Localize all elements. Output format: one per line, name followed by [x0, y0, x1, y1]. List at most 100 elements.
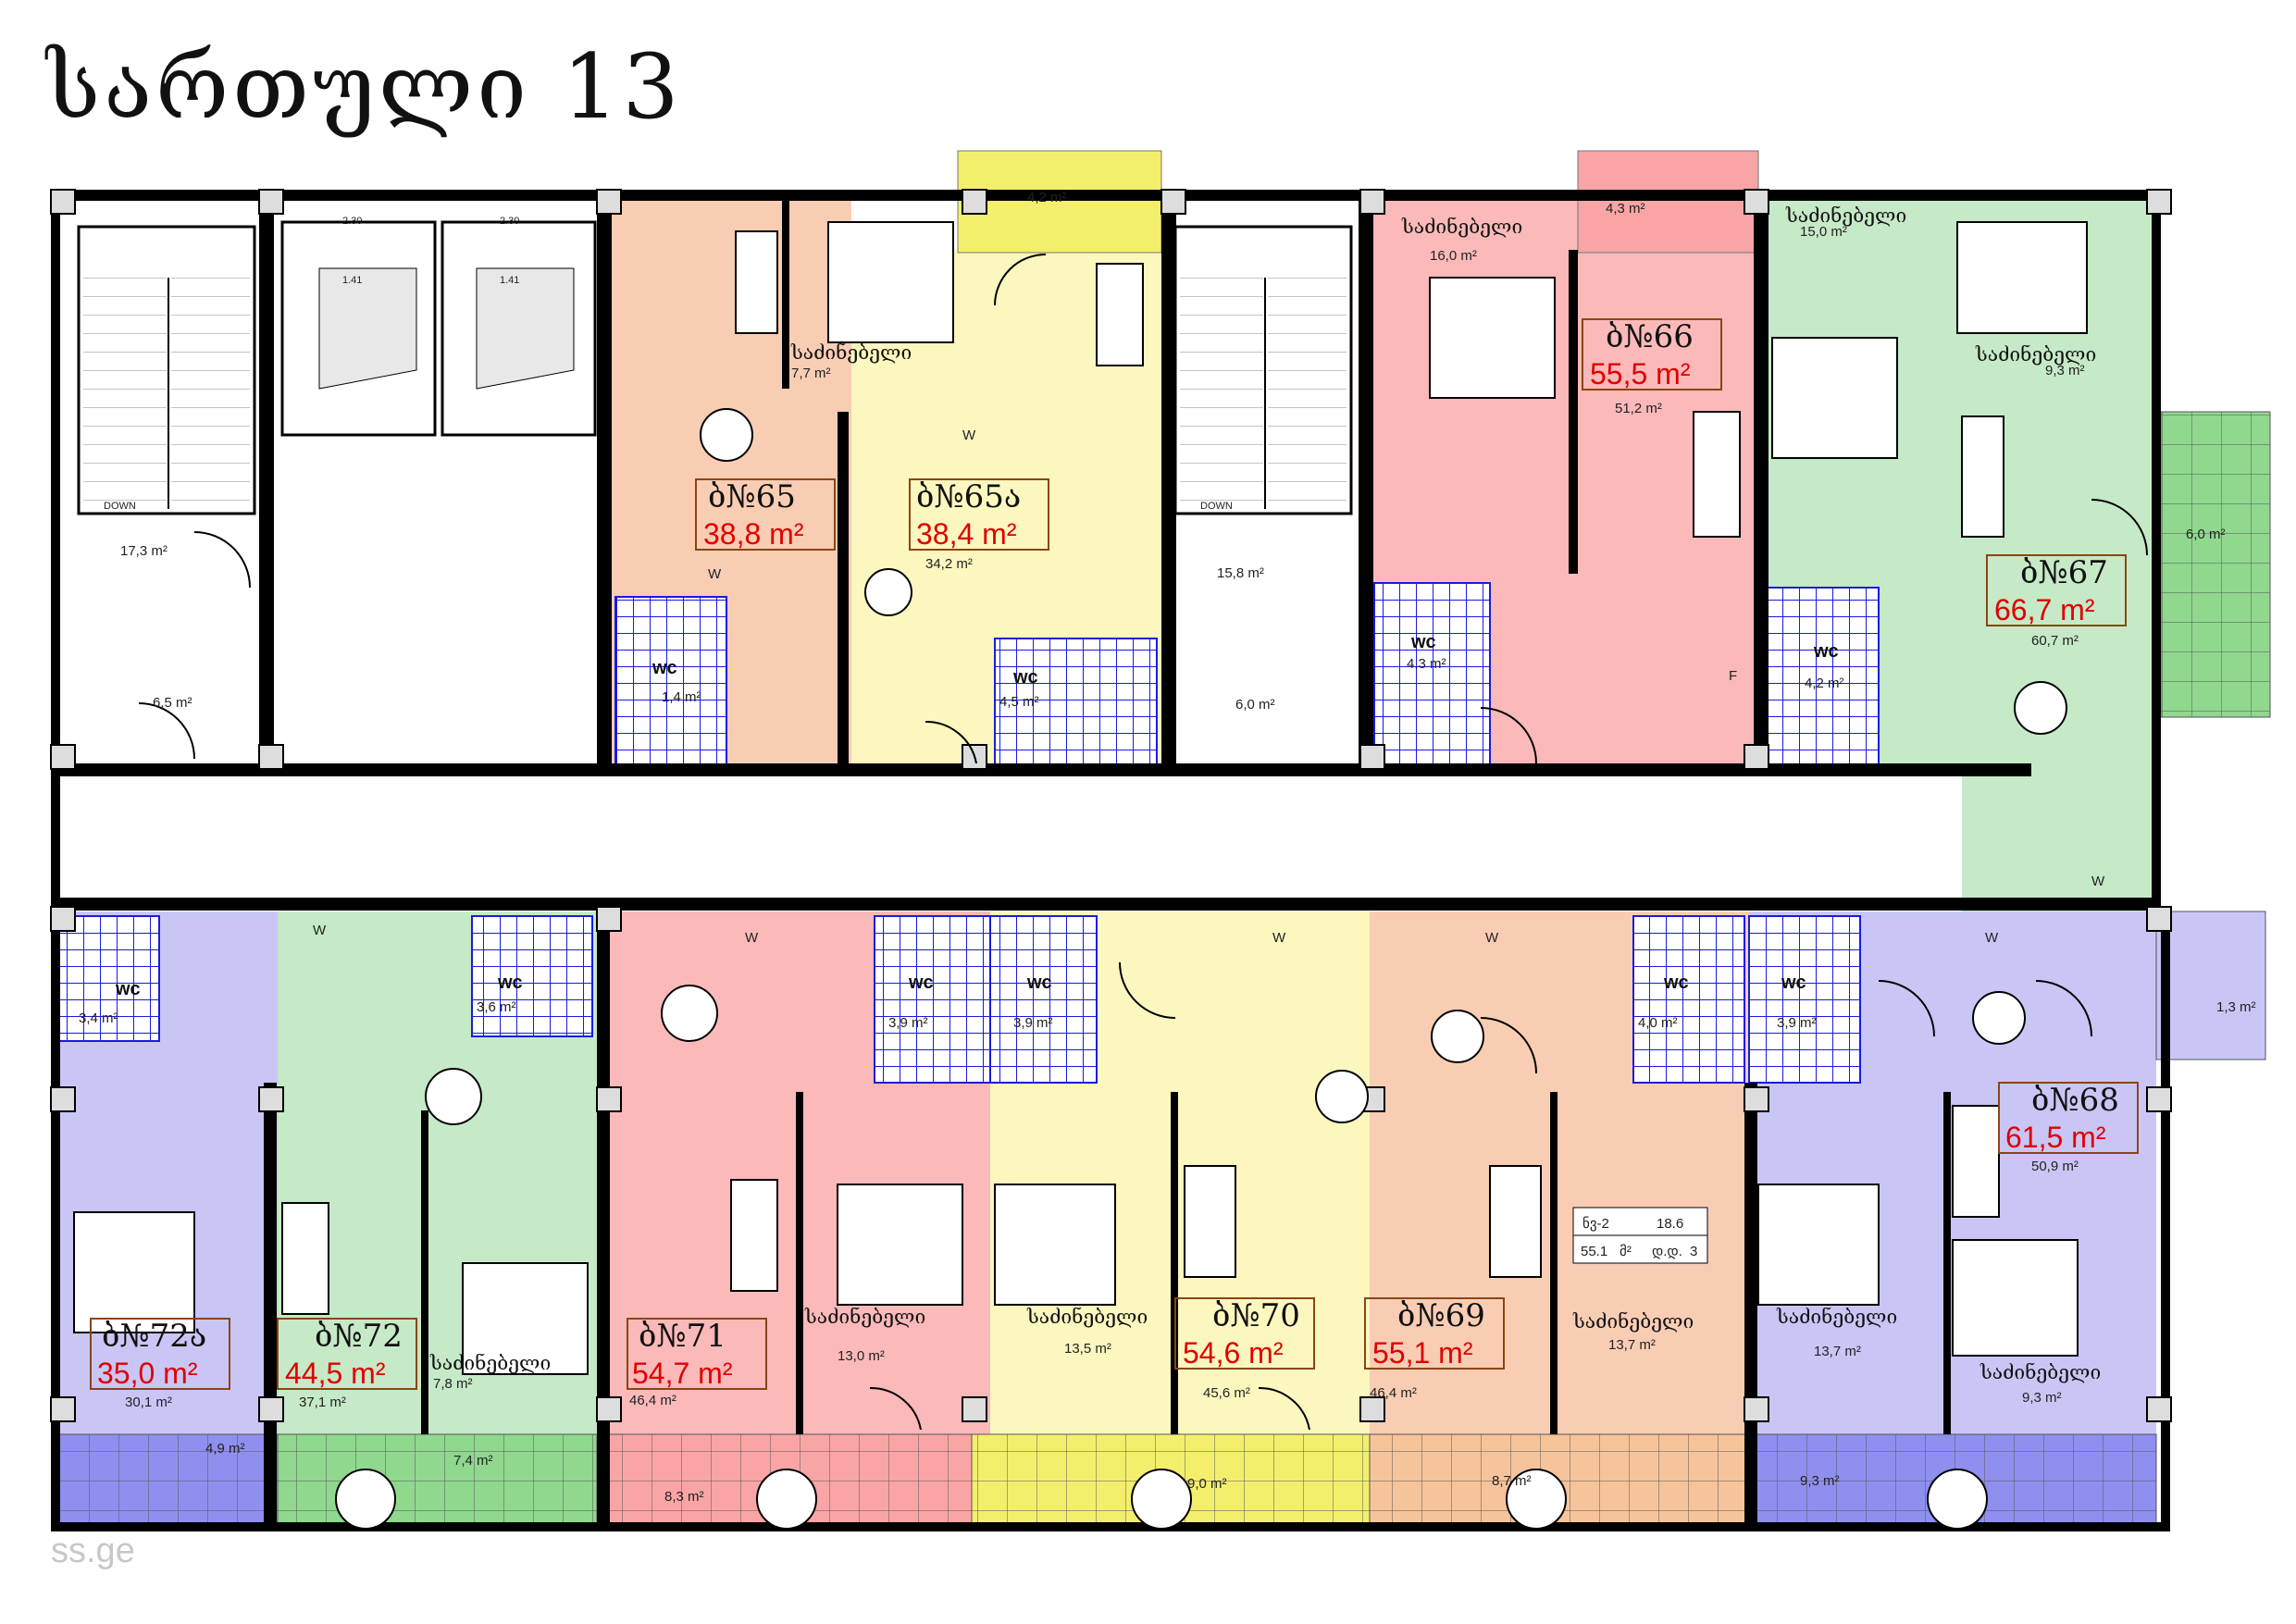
area-a24: 3,9 m² [1777, 1015, 1817, 1031]
room-area-labels: 4,2 m² 4,3 m² 17,3 m² 6,5 m² 7,7 m² 34,2… [79, 190, 2256, 1505]
area-a28: 37,1 m² [299, 1395, 346, 1410]
area-a3: 17,3 m² [120, 543, 168, 559]
area-a26: 50,9 m² [2031, 1159, 2079, 1174]
area-a43: 9,3 m² [1800, 1473, 1840, 1489]
apt-69-area: 55,1 m² [1372, 1336, 1473, 1370]
room-bedroom-68a: საძინებელი [1776, 1306, 1897, 1328]
wc-label-65a: wc [1012, 667, 1038, 688]
appliance-markers: W W F W W W W W W [313, 428, 2105, 946]
balcony-row [55, 911, 2266, 1528]
area-a31: 13,0 m² [838, 1348, 885, 1364]
area-a27: 30,1 m² [125, 1395, 172, 1410]
elevator-depth-label-2: 1.41 [500, 275, 519, 286]
furniture [281, 230, 2067, 1530]
area-a6: 34,2 m² [925, 556, 973, 572]
area-a38: 4,9 m² [205, 1441, 245, 1457]
plate-r2: 55.1 [1581, 1244, 1607, 1259]
room-bedroom-71: საძინებელი [804, 1306, 925, 1328]
area-a7: 1,4 m² [662, 689, 701, 705]
page-title: სართული 13 [46, 35, 683, 139]
area-a14: 15,0 m² [1800, 224, 1847, 240]
apt-70-area: 54,6 m² [1183, 1336, 1284, 1370]
wc-label-69: wc [1663, 973, 1689, 993]
wc-label-71: wc [908, 973, 934, 993]
area-a17: 60,7 m² [2031, 633, 2079, 649]
wc-label-72a: wc [115, 979, 141, 999]
beds [73, 221, 2088, 1375]
washer-65a: W [962, 428, 976, 443]
balcony-65a [957, 150, 1162, 254]
wc-label-70: wc [1026, 973, 1052, 993]
washer-67: W [2091, 874, 2105, 889]
area-a12: 51,2 m² [1615, 401, 1662, 416]
area-a34: 46,4 m² [1370, 1385, 1417, 1401]
apartment-label-65a: ბ№65ა 38,4 m² [909, 478, 1049, 551]
washer-70: W [1272, 930, 1286, 946]
area-a16: 6,0 m² [2186, 527, 2226, 542]
area-a19: 3,4 m² [79, 1010, 118, 1026]
door-swings [138, 254, 2148, 1431]
area-a9: 15,8 m² [1217, 565, 1264, 581]
elevator-width-label: 2.30 [342, 216, 362, 227]
apt-72-name: ბ№72 [315, 1318, 403, 1355]
apt-67-name: ბ№67 [2020, 554, 2108, 591]
apt-72a-name: ბ№72ა [102, 1318, 206, 1355]
apartment-label-66: ბ№66 55,5 m² [1582, 318, 1722, 391]
wc-label-66: wc [1410, 632, 1436, 652]
plate-r2d: 3 [1690, 1244, 1697, 1259]
area-a11: 16,0 m² [1430, 248, 1477, 264]
washer-72: W [313, 923, 327, 938]
room-names: საძინებელი საძინებელი საძინებელი საძინებ… [429, 205, 2101, 1383]
stairs-down-label-2: DOWN [1200, 501, 1233, 512]
apt-65-area: 38,8 m² [703, 517, 804, 551]
wc-rooms [56, 582, 1880, 1084]
area-a25: 1,3 m² [2216, 999, 2256, 1015]
wc-label-68: wc [1781, 973, 1806, 993]
area-a18: 4,2 m² [1805, 676, 1844, 691]
apt-66-name: ბ№66 [1606, 318, 1694, 355]
area-a39: 7,4 m² [453, 1453, 493, 1469]
apartment-label-68: ბ№68 61,5 m² [1998, 1082, 2139, 1154]
elevator-depth-label: 1.41 [342, 275, 362, 286]
apt-67-floor-ext [1962, 768, 2156, 911]
plate-r1b: 18.6 [1657, 1216, 1683, 1232]
area-a36: 13,7 m² [1814, 1344, 1861, 1359]
room-bedroom-65: საძინებელი [790, 341, 912, 364]
room-bedroom-69: საძინებელი [1572, 1310, 1694, 1333]
wc-labels: wc wc wc wc wc wc wc wc wc wc [115, 632, 1839, 999]
area-a35: 13,7 m² [1608, 1337, 1656, 1353]
elevator-shafts: 2.30 2.30 1.41 1.41 [280, 216, 597, 437]
room-bedroom-66: საძინებელი [1401, 216, 1522, 238]
apt-68-name: ბ№68 [2031, 1082, 2119, 1119]
plate-r1: ნვ-2 [1582, 1216, 1609, 1232]
area-a2: 4,3 m² [1606, 201, 1645, 217]
room-bedroom-67a: საძინებელი [1785, 205, 1906, 227]
area-a21: 3,9 m² [888, 1015, 928, 1031]
area-a40: 8,3 m² [664, 1489, 704, 1505]
columns [50, 189, 2172, 1422]
area-a20: 3,6 m² [477, 999, 516, 1015]
area-a10: 6,0 m² [1235, 697, 1275, 713]
room-bedroom-70: საძინებელი [1026, 1306, 1148, 1328]
room-bedroom-68b: საძინებელი [1980, 1361, 2101, 1383]
area-a29: 7,8 m² [433, 1376, 473, 1392]
area-a32: 13,5 m² [1064, 1341, 1111, 1357]
washer-68: W [1985, 930, 1999, 946]
wc-label-67: wc [1813, 641, 1839, 662]
apartment-label-72a: ბ№72ა 35,0 m² [90, 1318, 230, 1390]
area-a42: 8,7 m² [1492, 1473, 1532, 1489]
area-a8: 4,5 m² [999, 694, 1039, 710]
apt-72-area: 44,5 m² [285, 1357, 386, 1390]
area-a15: 9,3 m² [2045, 363, 2085, 378]
area-a33: 45,6 m² [1203, 1385, 1250, 1401]
apt-72a-area: 35,0 m² [97, 1357, 198, 1390]
room-bedroom-72: საძინებელი [429, 1352, 551, 1374]
apartment-label-65: ბ№65 38,8 m² [695, 478, 836, 551]
washer-71: W [745, 930, 759, 946]
washer-69: W [1485, 930, 1499, 946]
apt-70-name: ბ№70 [1212, 1297, 1300, 1334]
area-a5: 7,7 m² [791, 366, 831, 381]
apt-69-name: ბ№69 [1397, 1297, 1485, 1334]
walls [51, 190, 2170, 1531]
